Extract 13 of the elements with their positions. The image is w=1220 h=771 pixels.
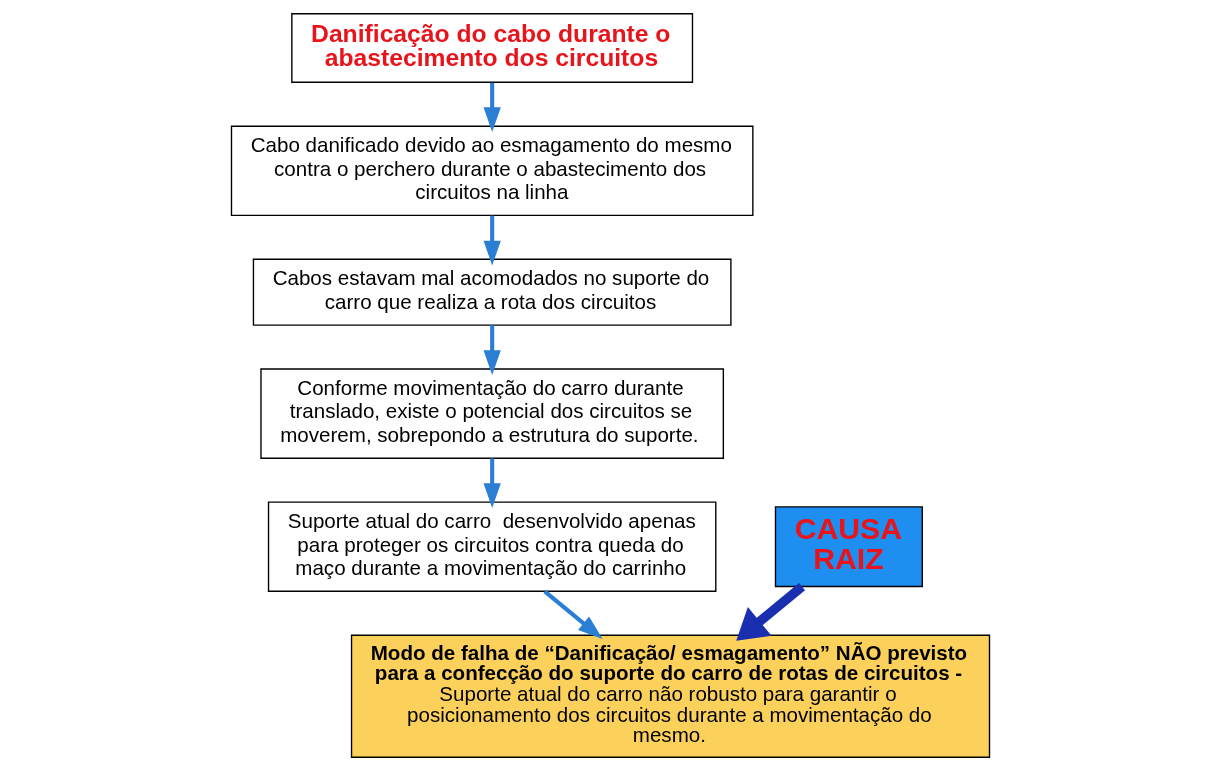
node-box: Cabo danificado devido ao esmagamento do mesmo contra o perchero durante o abastecimento dos circuitos na linha: [230, 125, 754, 217]
node-box: Modo de falha de “Danificação/ esmagamento” NÃO previsto para a confecção do suporte do carro de rotas de circuitos - Suporte atual do carro não robusto para garantir o posicionamento dos circuitos durante a movimentação do mesmo.: [350, 634, 990, 758]
node-box: Conforme movimentação do carro durante translado, existe o potencial dos circuitos se moverem, sobrepondo a estrutura do suporte.: [259, 368, 724, 459]
node-box: CAUSA RAIZ: [774, 506, 923, 588]
arrow: [483, 458, 501, 508]
node-box: Cabos estavam mal acomodados no suporte do carro que realiza a rota dos circuitos: [252, 258, 732, 326]
arrow: [483, 82, 501, 133]
arrow: [483, 215, 501, 266]
node-box: Suporte atual do carro desenvolvido apenas para proteger os circuitos contra queda do maço durante a movimentação do carrinho: [267, 501, 716, 592]
arrow: [483, 325, 501, 375]
node-box: Danificação do cabo durante o abastecimento dos circuitos: [290, 13, 693, 83]
arrow: [735, 582, 805, 641]
arrow: [542, 589, 603, 640]
